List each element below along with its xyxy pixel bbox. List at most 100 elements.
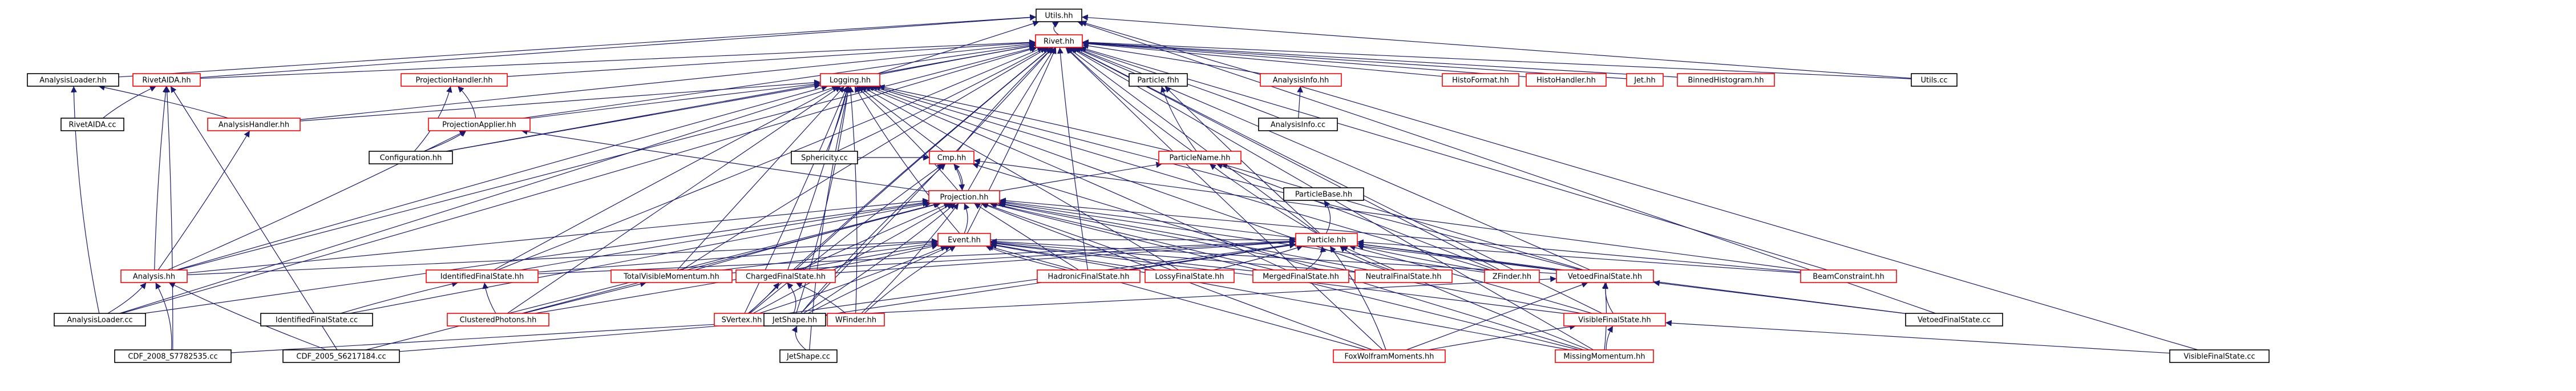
node-lossyfinalstate-hh[interactable]: LossyFinalState.hh — [1145, 269, 1235, 283]
node-box — [610, 269, 733, 283]
node-wfinder-hh[interactable]: WFinder.hh — [827, 313, 885, 326]
edge-svertex_hh-to-cmp_hh — [749, 163, 944, 314]
node-particle-hh[interactable]: Particle.hh — [1295, 233, 1358, 247]
edge-cdf2008_cc-to-rivetaida_hh — [164, 86, 173, 350]
node-rivetaida-cc[interactable]: RivetAIDA.cc — [60, 118, 124, 131]
node-utils-hh[interactable]: Utils.hh — [1036, 9, 1082, 22]
edge-wfinder_hh-to-logging_hh — [847, 86, 858, 314]
node-label: Particle.hh — [1307, 236, 1346, 245]
node-box — [1555, 349, 1654, 363]
edge-missingmomentum_hh-to-event_hh — [990, 242, 1570, 350]
node-cdf2005-cc[interactable]: CDF_2005_S6217184.cc — [282, 349, 400, 363]
node-logging-hh[interactable]: Logging.hh — [820, 73, 880, 87]
edge-analysishandler_hh-to-analysisloader_hh — [98, 84, 229, 119]
node-box — [1911, 73, 1958, 87]
edge-cdf2005_cc-to-jetshape_hh — [399, 319, 765, 352]
node-label: HistoFormat.hh — [1452, 76, 1509, 85]
edge-particle_hh-to-rivet_hh — [1067, 47, 1319, 234]
node-hadronicfinalstate-hh[interactable]: HadronicFinalState.hh — [1037, 269, 1141, 283]
node-event-hh[interactable]: Event.hh — [937, 233, 991, 247]
node-box — [428, 118, 531, 131]
node-jetshape-cc[interactable]: JetShape.cc — [779, 349, 838, 363]
edge-neutralfinalstate_hh-to-event_hh — [990, 239, 1356, 273]
node-particlebase-hh[interactable]: ParticleBase.hh — [1283, 187, 1364, 201]
node-label: AnalysisInfo.hh — [1273, 76, 1329, 85]
edge-analysisloader_cc-to-analysis_hh — [107, 282, 147, 314]
node-jetshape-hh[interactable]: JetShape.hh — [763, 313, 826, 326]
node-box — [132, 73, 201, 87]
edge-binnedhistogram_hh-to-rivet_hh — [1082, 39, 1678, 78]
node-analysisinfo-cc[interactable]: AnalysisInfo.cc — [1258, 118, 1338, 131]
edge-sphericity_cc-to-logging_hh — [826, 86, 850, 152]
node-svertex-hh[interactable]: SVertex.hh — [714, 313, 770, 326]
node-cdf2008-cc[interactable]: CDF_2008_S7782535.cc — [114, 349, 232, 363]
node-box — [827, 313, 885, 326]
edge-totalvisiblemomentum_hh-to-rivet_hh — [681, 47, 1049, 271]
edge-rivet_hh-to-utils_hh — [1052, 21, 1059, 35]
edge-identifiedfinalstate_hh-to-rivet_hh — [497, 47, 1044, 271]
node-histohandler-hh[interactable]: HistoHandler.hh — [1526, 73, 1607, 87]
edge-histohandler_hh-to-rivet_hh — [1082, 40, 1527, 78]
node-projection-hh[interactable]: Projection.hh — [928, 190, 1000, 204]
node-label: VisibleFinalState.cc — [2183, 353, 2255, 361]
edge-projection_hh-to-particlename_hh — [999, 162, 1163, 192]
edge-beamconstraint_hh-to-rivet_hh — [1079, 46, 1828, 271]
node-utils-cc[interactable]: Utils.cc — [1911, 73, 1958, 87]
node-missingmomentum-hh[interactable]: MissingMomentum.hh — [1555, 349, 1654, 363]
node-analysisinfo-hh[interactable]: AnalysisInfo.hh — [1260, 73, 1342, 87]
node-jet-hh[interactable]: Jet.hh — [1626, 73, 1664, 87]
node-vetoedfinalstate-hh[interactable]: VetoedFinalState.hh — [1556, 269, 1654, 283]
edge-wfinder_hh-to-chargedfinalstate_hh — [795, 282, 846, 314]
node-foxwolfram-hh[interactable]: FoxWolframMoments.hh — [1333, 349, 1446, 363]
node-zfinder-hh[interactable]: ZFinder.hh — [1484, 269, 1540, 283]
node-identifiedfinalstate-cc[interactable]: IdentifiedFinalState.cc — [260, 313, 373, 326]
edge-projection_hh-to-projectionapplier_hh — [521, 128, 929, 192]
node-beamconstraint-hh[interactable]: BeamConstraint.hh — [1800, 269, 1897, 283]
edge-svertex_hh-to-chargedfinalstate_hh — [747, 282, 780, 314]
edge-mergedfinalstate_hh-to-event_hh — [990, 240, 1253, 272]
edge-configuration_hh-to-logging_hh — [446, 83, 821, 152]
node-clusteredphotons-hh[interactable]: ClusteredPhotons.hh — [447, 313, 549, 326]
node-binnedhistogram-hh[interactable]: BinnedHistogram.hh — [1677, 73, 1775, 87]
node-histoformat-hh[interactable]: HistoFormat.hh — [1442, 73, 1519, 87]
edge-analysis_hh-to-logging_hh — [176, 84, 828, 271]
edge-cdf2008_cc-to-jetshape_hh — [230, 319, 765, 353]
node-rivetaida-hh[interactable]: RivetAIDA.hh — [132, 73, 201, 87]
node-cmp-hh[interactable]: Cmp.hh — [929, 151, 974, 164]
node-box — [763, 313, 826, 326]
node-projectionapplier-hh[interactable]: ProjectionApplier.hh — [428, 118, 531, 131]
edges-layer — [71, 14, 2198, 354]
edge-analysis_hh-to-rivet_hh — [178, 46, 1036, 271]
edge-svertex_hh-to-projection_hh — [753, 203, 953, 314]
node-analysisloader-hh[interactable]: AnalysisLoader.hh — [27, 73, 119, 87]
node-particlename-hh[interactable]: ParticleName.hh — [1158, 151, 1242, 164]
node-mergedfinalstate-hh[interactable]: MergedFinalState.hh — [1252, 269, 1349, 283]
node-particlefwd-hh[interactable]: Particle.fhh — [1129, 73, 1188, 87]
node-vetoedfinalstate-cc[interactable]: VetoedFinalState.cc — [1905, 313, 2003, 326]
node-neutralfinalstate-hh[interactable]: NeutralFinalState.hh — [1354, 269, 1453, 283]
node-chargedfinalstate-hh[interactable]: ChargedFinalState.hh — [735, 269, 836, 283]
edge-zfinder_hh-to-logging_hh — [871, 84, 1491, 271]
node-label: ProjectionHandler.hh — [416, 76, 493, 85]
node-identifiedfinalstate-hh[interactable]: IdentifiedFinalState.hh — [426, 269, 539, 283]
node-analysishandler-hh[interactable]: AnalysisHandler.hh — [207, 118, 301, 131]
node-box — [120, 269, 188, 283]
node-label: Analysis.hh — [133, 273, 175, 281]
node-analysis-hh[interactable]: Analysis.hh — [120, 269, 188, 283]
edge-utils_cc-to-utils_hh — [1081, 14, 1912, 79]
edge-svertex_hh-to-event_hh — [759, 245, 947, 314]
node-analysisloader-cc[interactable]: AnalysisLoader.cc — [54, 313, 146, 326]
node-visiblefinalstate-cc[interactable]: VisibleFinalState.cc — [2169, 349, 2270, 363]
node-totalvisiblemomentum-hh[interactable]: TotalVisibleMomentum.hh — [610, 269, 733, 283]
node-label: FoxWolframMoments.hh — [1344, 353, 1434, 361]
node-box — [1258, 118, 1338, 131]
node-rivet-hh[interactable]: Rivet.hh — [1035, 34, 1083, 48]
node-sphericity-cc[interactable]: Sphericity.cc — [791, 151, 858, 164]
node-configuration-hh[interactable]: Configuration.hh — [369, 151, 453, 164]
node-box — [791, 151, 858, 164]
node-label: MergedFinalState.hh — [1263, 273, 1339, 281]
node-box — [260, 313, 373, 326]
node-projectionhandler-hh[interactable]: ProjectionHandler.hh — [401, 73, 508, 87]
node-visiblefinalstate-hh[interactable]: VisibleFinalState.hh — [1563, 313, 1666, 326]
node-box — [779, 349, 838, 363]
